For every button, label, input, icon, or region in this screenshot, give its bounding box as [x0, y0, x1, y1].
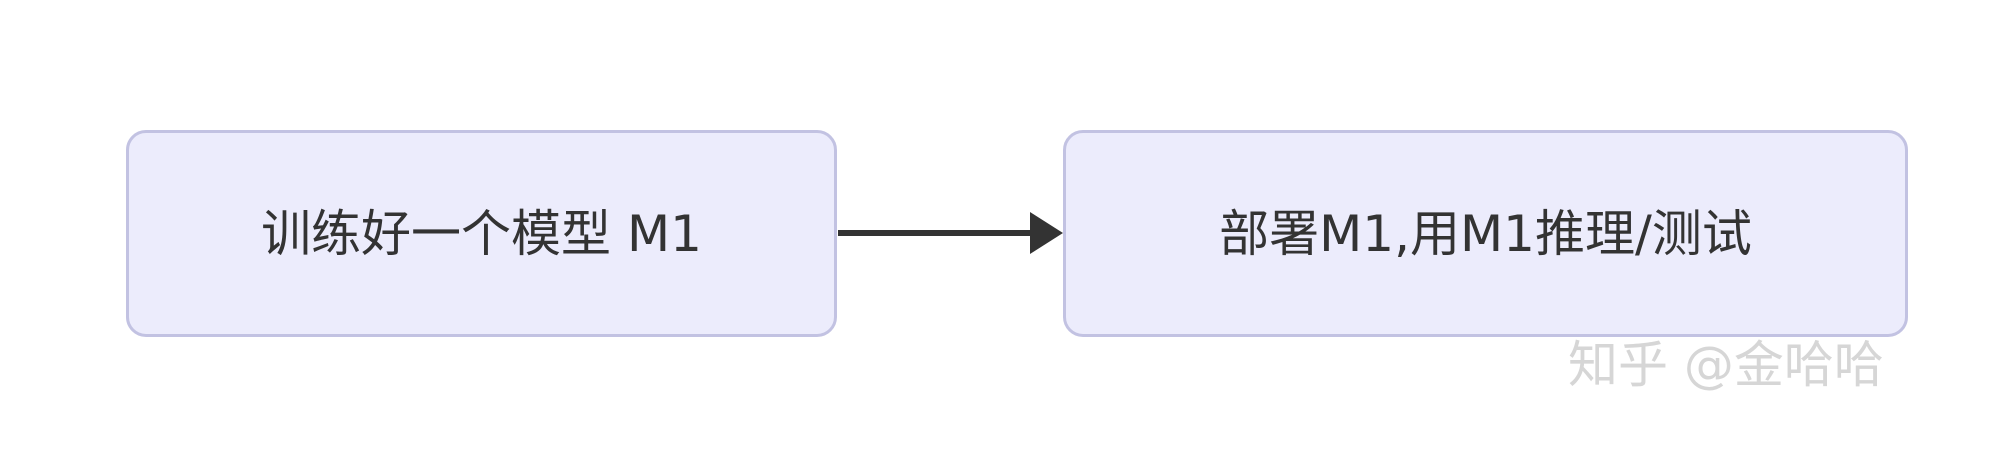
node-deploy-model-label: 部署M1,用M1推理/测试 — [1219, 204, 1752, 263]
node-train-model-label: 训练好一个模型 M1 — [261, 204, 702, 263]
node-deploy-model: 部署M1,用M1推理/测试 — [1063, 130, 1908, 337]
watermark: 知乎 @金哈哈 — [1568, 336, 1884, 394]
node-train-model: 训练好一个模型 M1 — [126, 130, 837, 337]
arrowhead-icon — [1030, 212, 1063, 254]
